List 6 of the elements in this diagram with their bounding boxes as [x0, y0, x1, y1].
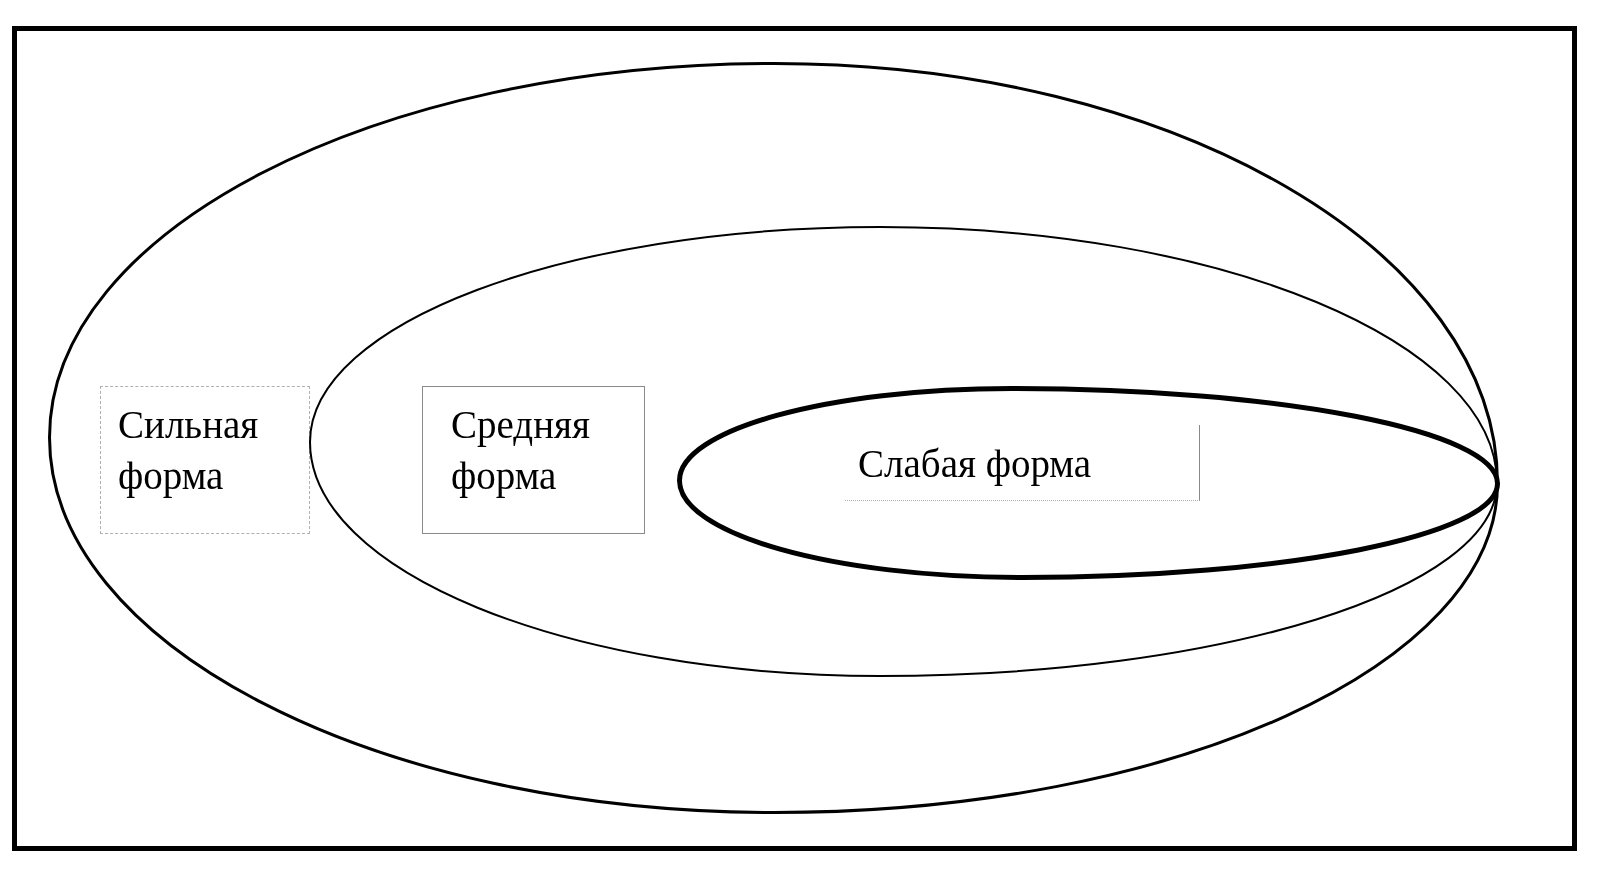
- middle-ellipse: [309, 226, 1498, 677]
- outer-ellipse: [47, 61, 1499, 814]
- framed-label: Сильная форма: [100, 386, 310, 534]
- inner-ellipse: [676, 385, 1500, 580]
- framed-label: Слабая форма: [845, 425, 1200, 501]
- framed-label: Средняя форма: [422, 386, 645, 534]
